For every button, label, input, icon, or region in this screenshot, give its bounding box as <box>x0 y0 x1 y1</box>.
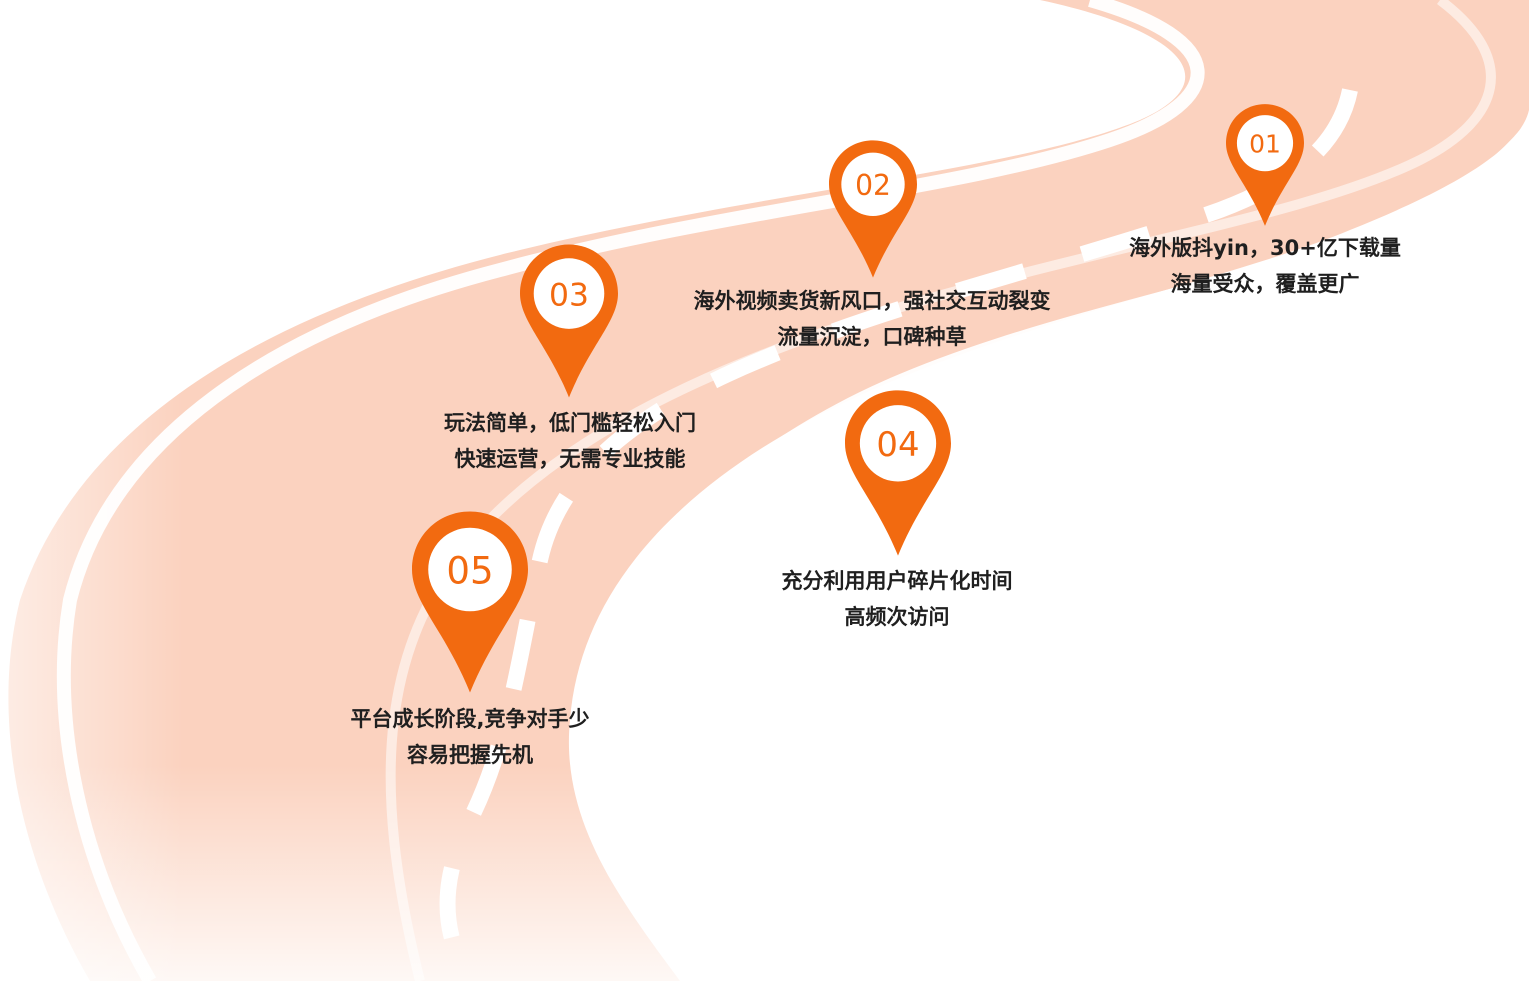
step-05-line-2: 容易把握先机 <box>406 743 533 767</box>
step-03-text: 玩法简单，低门槛轻松入门 快速运营，无需专业技能 <box>444 405 696 477</box>
marker-number: 05 <box>446 549 493 592</box>
step-02-line-1: 海外视频卖货新风口，强社交互动裂变 <box>693 289 1051 313</box>
map-pin-icon-05: 05 <box>412 511 528 693</box>
map-pin-icon-02: 02 <box>829 140 917 278</box>
step-01-line-2: 海量受众，覆盖更广 <box>1170 272 1360 296</box>
marker-number: 03 <box>549 277 589 313</box>
map-pin-icon-03: 03 <box>520 244 618 398</box>
map-pin-icon-01: 01 <box>1226 104 1304 226</box>
step-02-text: 海外视频卖货新风口，强社交互动裂变 流量沉淀，口碑种草 <box>694 283 1051 355</box>
marker-number: 01 <box>1249 130 1281 159</box>
step-01-text: 海外版抖yin，30+亿下载量 海量受众，覆盖更广 <box>1129 230 1401 302</box>
step-05-text: 平台成长阶段,竞争对手少 容易把握先机 <box>351 701 590 773</box>
map-pin-icon-04: 04 <box>845 390 951 556</box>
step-04-line-2: 高频次访问 <box>844 605 950 629</box>
step-05-line-1: 平台成长阶段,竞争对手少 <box>350 707 590 731</box>
step-04-text: 充分利用用户碎片化时间 高频次访问 <box>782 563 1013 635</box>
step-01-line-1: 海外版抖yin，30+亿下载量 <box>1129 236 1401 260</box>
step-04-line-1: 充分利用用户碎片化时间 <box>781 569 1013 593</box>
step-02-line-2: 流量沉淀，口碑种草 <box>777 325 967 349</box>
step-03-line-2: 快速运营，无需专业技能 <box>454 447 686 471</box>
step-03-line-1: 玩法简单，低门槛轻松入门 <box>444 411 696 435</box>
marker-number: 04 <box>876 425 919 464</box>
marker-number: 02 <box>855 169 891 202</box>
